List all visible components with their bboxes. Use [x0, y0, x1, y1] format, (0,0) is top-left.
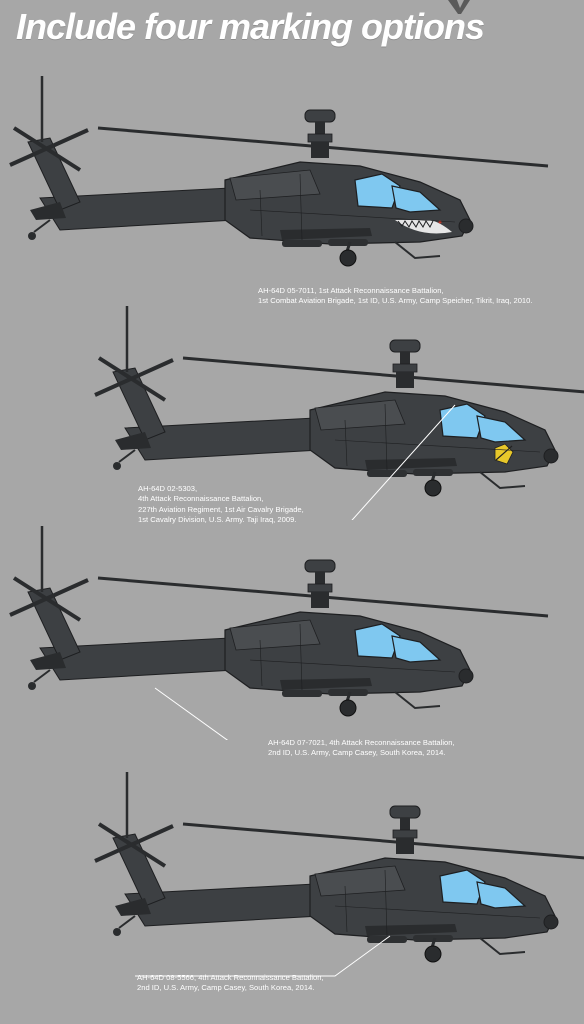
- weapon-store: [282, 240, 322, 247]
- tail-rotor-blade: [94, 824, 174, 863]
- horizontal-stabilizer: [30, 652, 66, 670]
- main-wheel: [424, 945, 442, 963]
- main-wheel: [339, 249, 357, 267]
- nose-sensor-turret: [543, 448, 559, 464]
- tail-rotor-blade: [9, 578, 89, 617]
- engine-nacelle: [229, 169, 321, 201]
- weapon-store: [367, 470, 407, 477]
- horizontal-stabilizer: [30, 202, 66, 220]
- longbow-radar-dome: [389, 339, 421, 353]
- nose-sensor-turret: [543, 914, 559, 930]
- stub-wing: [365, 924, 457, 936]
- longbow-radar-dome: [304, 109, 336, 123]
- caption-option-2: AH-64D 02-5303, 4th Attack Reconnaissanc…: [138, 484, 304, 525]
- helicopter-option-3: [0, 520, 584, 740]
- weapon-store: [367, 936, 407, 943]
- tail-wheel: [28, 232, 36, 240]
- canopy-front: [476, 415, 527, 443]
- stub-wing: [280, 678, 372, 690]
- longbow-radar-dome: [304, 559, 336, 573]
- engine-nacelle: [229, 619, 321, 651]
- corner-chevron-icon: [448, 0, 470, 14]
- main-wheel: [339, 699, 357, 717]
- main-wheel: [424, 479, 442, 497]
- nose-sensor-turret: [458, 668, 474, 684]
- engine-nacelle: [314, 865, 406, 897]
- tail-wheel: [113, 462, 121, 470]
- headline: Include four marking options: [16, 6, 485, 47]
- helicopter-option-4: [0, 766, 584, 986]
- helicopter-option-2: [0, 300, 584, 520]
- longbow-radar-dome: [389, 805, 421, 819]
- helicopter-option-1: [0, 70, 584, 290]
- stub-wing: [365, 458, 457, 470]
- apache-helicopter-illustration: [9, 76, 549, 267]
- nose-sensor-turret: [458, 218, 474, 234]
- main-rotor-blade: [182, 356, 584, 394]
- tail-wheel: [28, 682, 36, 690]
- caption-option-3: AH-64D 07-7021, 4th Attack Reconnaissanc…: [268, 738, 455, 758]
- horizontal-stabilizer: [115, 432, 151, 450]
- caption-leader-line: [154, 687, 229, 740]
- stub-wing: [280, 228, 372, 240]
- canopy-front: [391, 635, 442, 663]
- main-rotor-blade: [182, 822, 584, 860]
- engine-nacelle: [314, 399, 406, 431]
- cavalry-patch-nose-art: [494, 443, 514, 465]
- caption-option-1: AH-64D 05-7011, 1st Attack Reconnaissanc…: [258, 286, 533, 306]
- tail-rotor-blade: [94, 358, 174, 397]
- apache-helicopter-illustration: [9, 526, 549, 740]
- canopy-front: [476, 881, 527, 909]
- caption-leader-line: [135, 935, 391, 977]
- weapon-store: [282, 690, 322, 697]
- canopy-front: [391, 185, 442, 213]
- tail-wheel: [113, 928, 121, 936]
- apache-helicopter-illustration: [94, 772, 584, 977]
- caption-leader-line: [351, 404, 456, 520]
- horizontal-stabilizer: [115, 898, 151, 916]
- tail-rotor-blade: [9, 128, 89, 167]
- apache-helicopter-illustration: [94, 306, 584, 520]
- caption-option-4: AH-64D 08-5566, 4th Attack Reconnaissanc…: [137, 973, 324, 993]
